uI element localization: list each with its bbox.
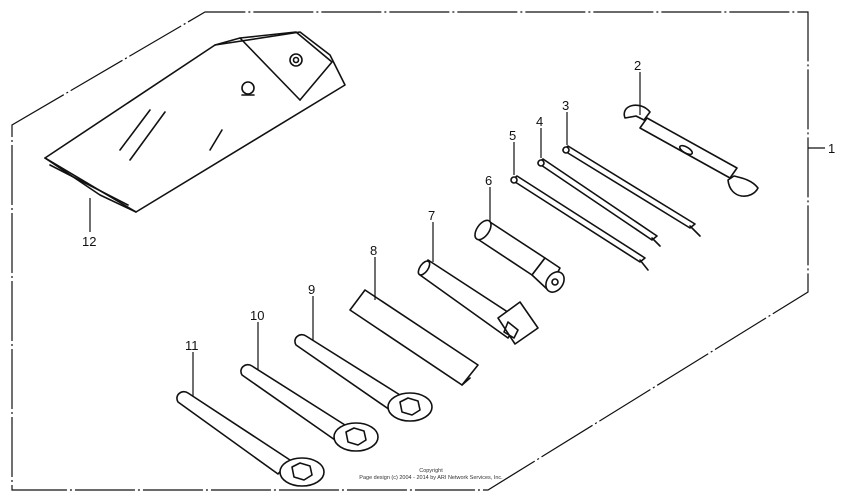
callout-8: 8	[370, 243, 377, 258]
callout-9: 9	[308, 282, 315, 297]
copyright-line-2: Page design (c) 2004 - 2014 by ARI Netwo…	[359, 475, 503, 481]
screwdriver-blade-5	[510, 175, 649, 271]
box-wrench-11	[176, 390, 325, 487]
callout-4: 4	[536, 114, 543, 129]
callout-5: 5	[509, 128, 516, 143]
flat-plate-tool	[349, 289, 479, 386]
screwdriver-blade-3	[562, 145, 701, 237]
assembly-boundary	[11, 11, 809, 491]
callout-7: 7	[428, 208, 435, 223]
screwdriver-blade-4	[537, 158, 661, 247]
copyright-notice: Copyright Page design (c) 2004 - 2014 by…	[336, 468, 526, 482]
box-wrench-10	[240, 363, 379, 452]
callout-6: 6	[485, 173, 492, 188]
box-wrench-9	[294, 333, 433, 422]
callout-10: 10	[250, 308, 264, 323]
screwdriver-handle	[474, 219, 565, 293]
plug-wrench	[417, 259, 539, 345]
callout-11: 11	[185, 338, 199, 353]
callout-12: 12	[82, 234, 96, 249]
callout-1: 1	[828, 141, 835, 156]
open-end-wrench	[623, 104, 759, 197]
tool-bag	[44, 31, 346, 213]
callout-3: 3	[562, 98, 569, 113]
callout-2: 2	[634, 58, 641, 73]
copyright-line-1: Copyright	[419, 468, 443, 474]
